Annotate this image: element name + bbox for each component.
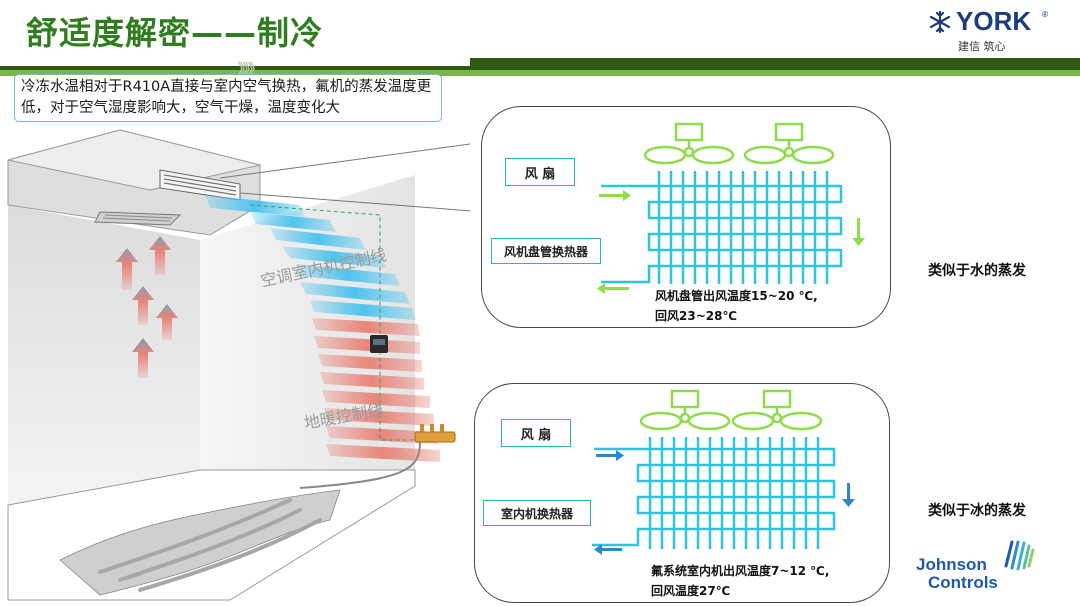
bottom-caption-line1: 氟系统室内机出风温度7~12 ℃, xyxy=(651,564,830,578)
ceiling-unit-icon xyxy=(94,169,241,226)
top-caption-line1: 风机盘管出风温度15~20 ℃, xyxy=(655,289,818,303)
fan-icon xyxy=(643,122,835,165)
arrow-icon xyxy=(594,450,855,555)
york-reg-mark: ® xyxy=(1041,10,1049,19)
top-caption-line2: 回风23~28℃ xyxy=(655,309,737,323)
jc-line2: Controls xyxy=(928,573,998,592)
snowflake-icon xyxy=(929,10,951,34)
bottom-panel-diagram xyxy=(592,389,855,555)
coil-icon xyxy=(592,437,836,549)
room-illustration xyxy=(7,129,470,601)
jc-line1: Johnson xyxy=(916,555,987,574)
jc-logo-text: Johnson Controls xyxy=(916,556,998,592)
york-slogan: 建信 筑心 xyxy=(958,40,1006,53)
header-bar-light xyxy=(0,70,1080,76)
jc-logo-icon xyxy=(1004,540,1035,571)
side-label-ice: 类似于冰的蒸发 xyxy=(928,503,1026,519)
bottom-exchanger-label: 室内机换热器 xyxy=(483,500,591,526)
top-exchanger-label: 风机盘管换热器 xyxy=(491,238,601,264)
fan-icon xyxy=(639,389,823,431)
arrow-icon xyxy=(597,190,865,294)
coil-icon xyxy=(601,171,843,284)
top-panel-diagram xyxy=(597,122,865,294)
bottom-fan-label: 风 扇 xyxy=(501,419,571,447)
manifold-icon xyxy=(414,424,456,443)
page-title: 舒适度解密——制冷 xyxy=(26,14,324,52)
york-logo-text: YORK xyxy=(956,6,1032,36)
top-fan-label: 风 扇 xyxy=(505,158,575,186)
warm-air-arrows xyxy=(116,236,178,378)
intro-note: 冷冻水温相对于R410A直接与室内空气换热，氟机的蒸发温度更低，对于空气湿度影响… xyxy=(14,74,442,122)
bottom-caption-line2: 回风温度27℃ xyxy=(651,584,731,598)
header-bar-gap xyxy=(0,56,470,66)
side-label-water: 类似于水的蒸发 xyxy=(928,263,1026,279)
